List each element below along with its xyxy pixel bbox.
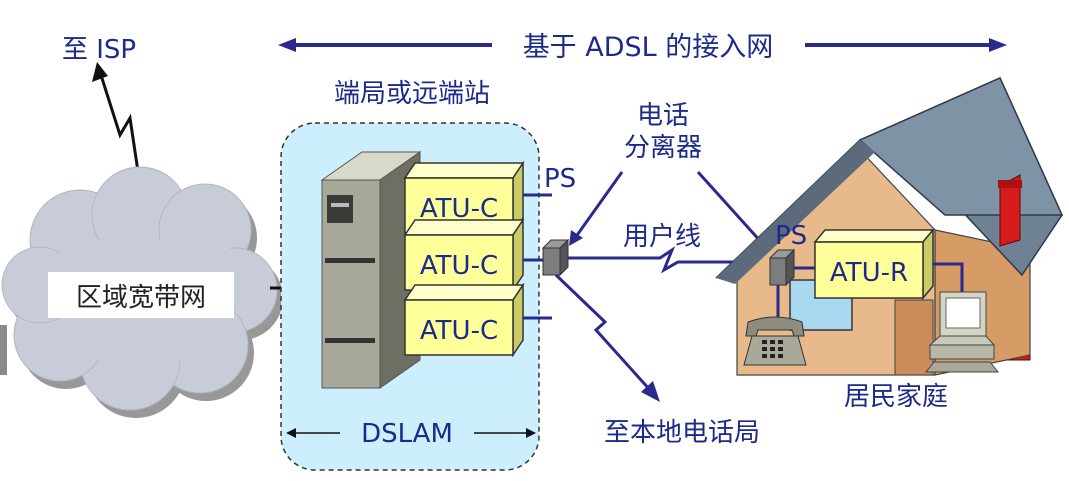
atu-r-label: ATU-R (830, 258, 908, 288)
edge-tab (0, 325, 7, 375)
atu-r-module: ATU-R (813, 227, 935, 301)
atu-c-module-3: ATU-C (403, 282, 525, 358)
atu-c-label-1: ATU-C (420, 194, 498, 224)
dslam-rack (320, 151, 422, 389)
dslam-span-arrow (286, 428, 536, 438)
atu-c-module-2: ATU-C (403, 217, 525, 293)
splitter-label-line1: 电话 (637, 101, 689, 131)
user-line (568, 246, 770, 274)
dslam-label: DSLAM (361, 419, 453, 449)
user-line-label: 用户线 (623, 222, 701, 252)
atu-c-label-3: ATU-C (420, 316, 498, 346)
cloud-label: 区域宽带网 (76, 283, 206, 313)
telephone-icon (743, 316, 807, 366)
adsl-range-arrow (278, 38, 1007, 52)
central-office-label: 端局或远端站 (334, 79, 490, 109)
adsl-network-label: 基于 ADSL 的接入网 (523, 32, 774, 63)
isp-label: 至 ISP (62, 35, 136, 65)
ps-stubs (523, 193, 552, 320)
computer-link (933, 262, 964, 292)
atu-c-label-2: ATU-C (420, 251, 498, 281)
local-office-label: 至本地电话局 (604, 418, 760, 448)
local-office-link (554, 273, 660, 402)
splitter-right (768, 248, 796, 287)
ps-left-label: PS (544, 164, 576, 194)
isp-lightning-link (92, 62, 142, 186)
regional-broadband-cloud: 区域宽带网 (1, 166, 283, 418)
splitter-label-line2: 分离器 (624, 133, 702, 163)
ps-right-label: PS (775, 221, 807, 251)
splitter-left (541, 238, 570, 277)
home-label: 居民家庭 (844, 382, 948, 412)
computer-icon (924, 291, 1000, 373)
